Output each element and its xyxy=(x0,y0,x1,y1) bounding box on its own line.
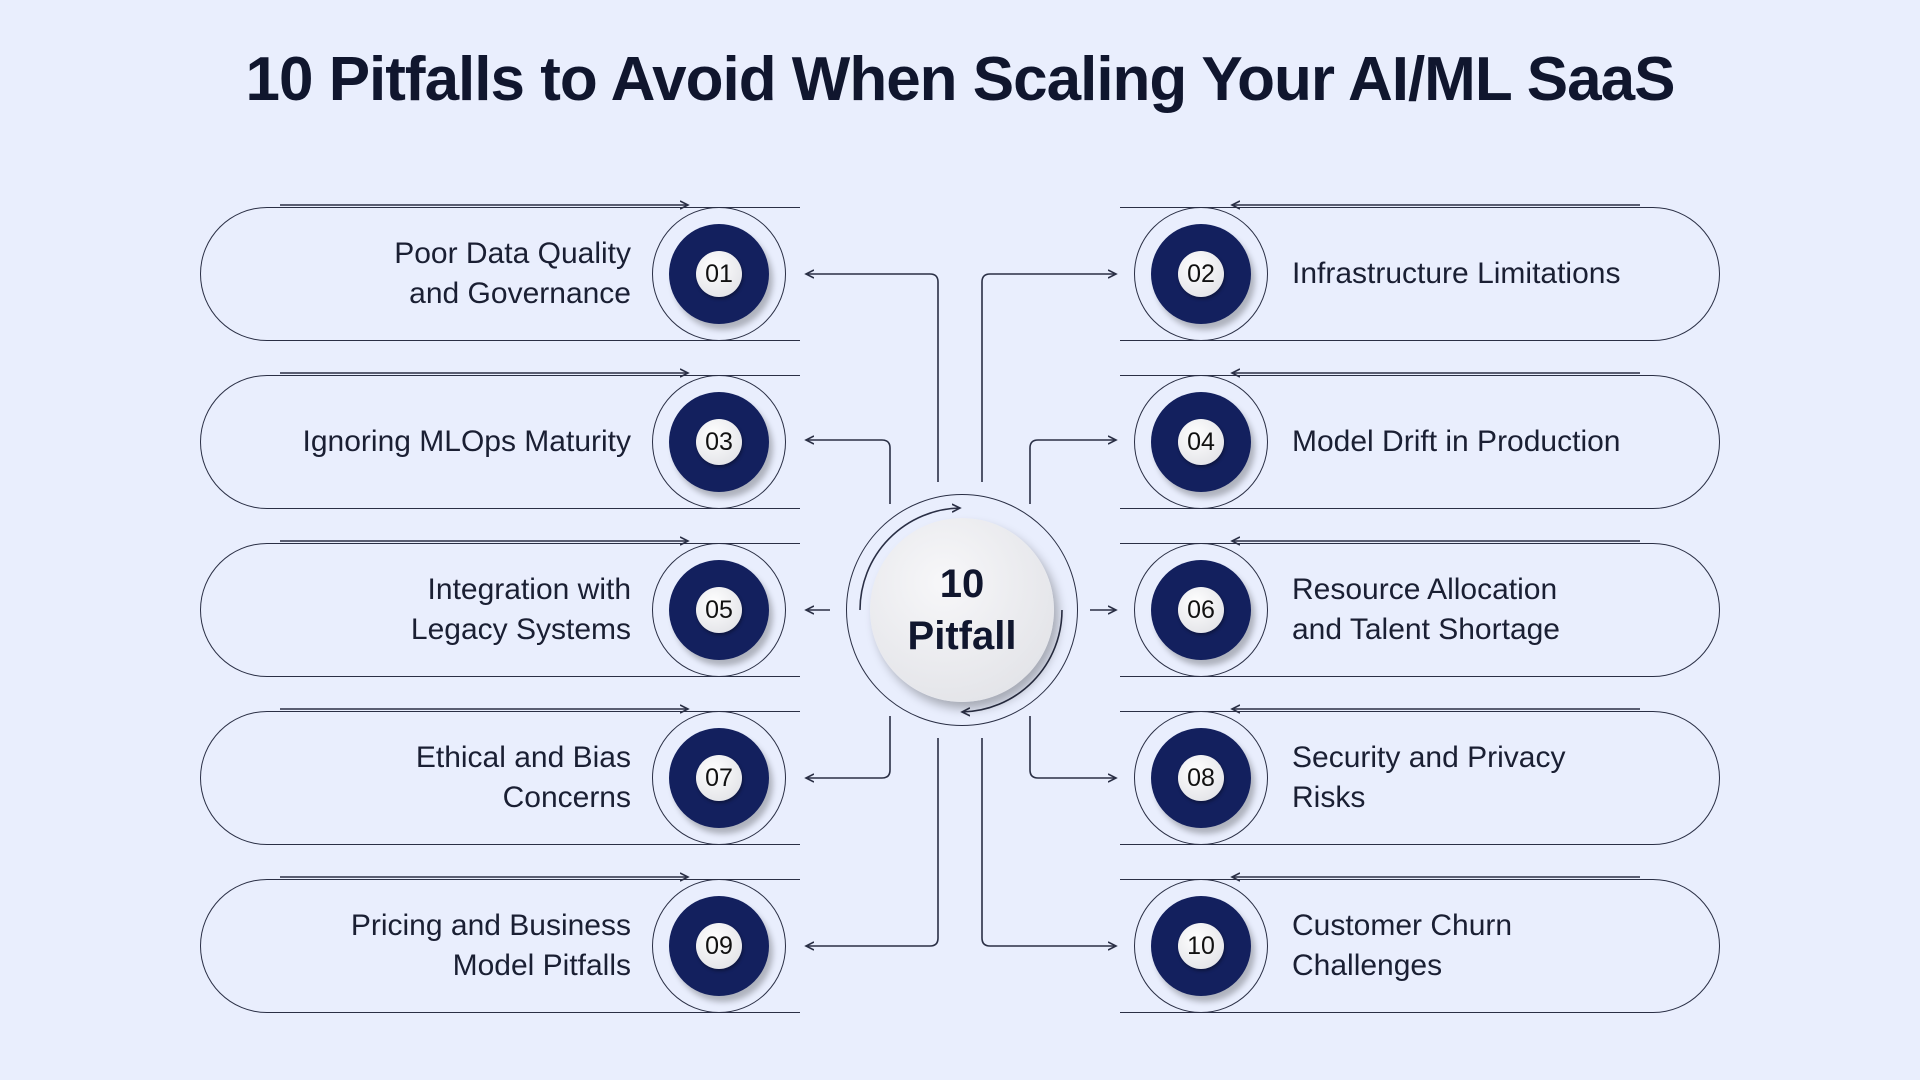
connector-08 xyxy=(1029,716,1116,778)
badge-number: 10 xyxy=(1178,923,1224,969)
connector-03 xyxy=(806,440,891,504)
number-badge-07: 07 xyxy=(652,711,786,845)
number-badge-03: 03 xyxy=(652,375,786,509)
connector-01 xyxy=(806,274,939,482)
pitfall-card-09: Pricing and Business Model Pitfalls xyxy=(200,879,800,1013)
pitfall-label: Integration with Legacy Systems xyxy=(410,573,631,646)
number-badge-02: 02 xyxy=(1134,207,1268,341)
pitfall-label: Ethical and Bias Concerns xyxy=(415,741,631,814)
pitfall-card-03: Ignoring MLOps Maturity xyxy=(200,375,800,509)
badge-number: 01 xyxy=(696,251,742,297)
number-badge-01: 01 xyxy=(652,207,786,341)
number-badge-04: 04 xyxy=(1134,375,1268,509)
pitfall-label: Model Drift in Production xyxy=(1292,425,1621,458)
badge-disc: 10 xyxy=(1151,896,1251,996)
badge-disc: 08 xyxy=(1151,728,1251,828)
badge-number: 08 xyxy=(1178,755,1224,801)
badge-disc: 03 xyxy=(669,392,769,492)
pitfall-card-08: Security and Privacy Risks xyxy=(1120,711,1720,845)
badge-number: 06 xyxy=(1178,587,1224,633)
pitfall-card-01: Poor Data Quality and Governance xyxy=(200,207,800,341)
badge-disc: 09 xyxy=(669,896,769,996)
connector-07 xyxy=(806,716,891,778)
pitfall-label: Security and Privacy Risks xyxy=(1292,741,1566,814)
hub-center: 10 Pitfall xyxy=(870,518,1054,702)
badge-number: 09 xyxy=(696,923,742,969)
number-badge-06: 06 xyxy=(1134,543,1268,677)
badge-number: 02 xyxy=(1178,251,1224,297)
badge-disc: 04 xyxy=(1151,392,1251,492)
badge-number: 07 xyxy=(696,755,742,801)
pitfall-label: Pricing and Business Model Pitfalls xyxy=(350,909,631,982)
hub-count: 10 xyxy=(939,562,985,606)
pitfall-label: Poor Data Quality and Governance xyxy=(394,237,631,310)
pitfall-card-04: Model Drift in Production xyxy=(1120,375,1720,509)
connector-09 xyxy=(806,738,939,946)
badge-number: 05 xyxy=(696,587,742,633)
pitfall-card-05: Integration with Legacy Systems xyxy=(200,543,800,677)
badge-disc: 05 xyxy=(669,560,769,660)
badge-number: 04 xyxy=(1178,419,1224,465)
number-badge-10: 10 xyxy=(1134,879,1268,1013)
pitfall-label: Resource Allocation and Talent Shortage xyxy=(1292,573,1560,646)
number-badge-09: 09 xyxy=(652,879,786,1013)
number-badge-08: 08 xyxy=(1134,711,1268,845)
pitfall-card-06: Resource Allocation and Talent Shortage xyxy=(1120,543,1720,677)
badge-disc: 07 xyxy=(669,728,769,828)
pitfall-card-02: Infrastructure Limitations xyxy=(1120,207,1720,341)
hub-label: Pitfall xyxy=(907,614,1017,658)
connector-04 xyxy=(1029,440,1116,504)
pitfall-label: Infrastructure Limitations xyxy=(1292,257,1621,290)
number-badge-05: 05 xyxy=(652,543,786,677)
badge-disc: 01 xyxy=(669,224,769,324)
pitfall-card-07: Ethical and Bias Concerns xyxy=(200,711,800,845)
connector-02 xyxy=(981,274,1116,482)
page-title: 10 Pitfalls to Avoid When Scaling Your A… xyxy=(245,45,1676,114)
badge-number: 03 xyxy=(696,419,742,465)
badge-disc: 02 xyxy=(1151,224,1251,324)
pitfall-label: Ignoring MLOps Maturity xyxy=(302,425,631,458)
connector-10 xyxy=(981,738,1116,946)
pitfall-label: Customer Churn Challenges xyxy=(1292,909,1513,982)
pitfall-card-10: Customer Churn Challenges xyxy=(1120,879,1720,1013)
badge-disc: 06 xyxy=(1151,560,1251,660)
